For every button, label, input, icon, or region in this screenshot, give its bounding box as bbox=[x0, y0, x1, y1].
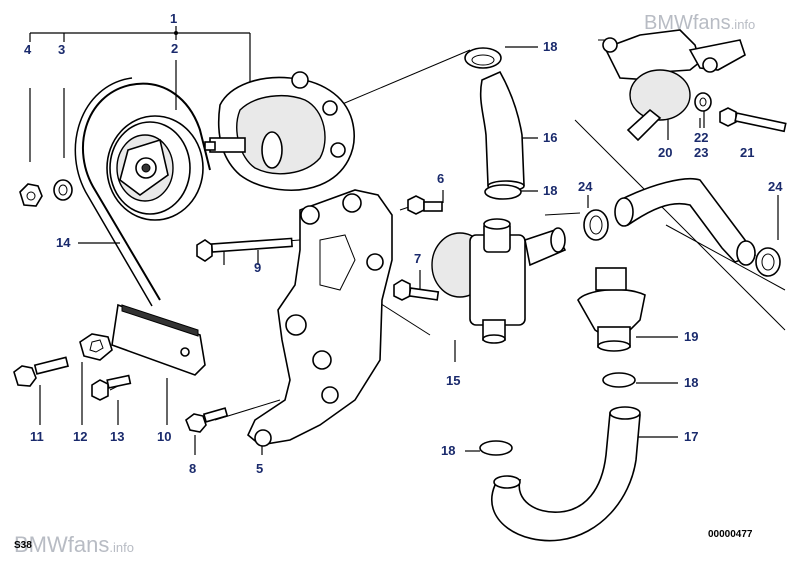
callout-19: 19 bbox=[684, 329, 699, 344]
hose-23 bbox=[614, 177, 757, 266]
callout-4: 4 bbox=[24, 42, 32, 57]
auxiliary-pump bbox=[602, 29, 746, 142]
watermark-brand: BMWfans bbox=[14, 532, 110, 557]
clamp-24-right bbox=[755, 247, 781, 277]
bracket-bolt bbox=[185, 407, 229, 433]
pulley bbox=[106, 115, 204, 221]
hose-17 bbox=[491, 406, 641, 542]
drive-belt bbox=[74, 77, 211, 307]
watermark-bottom: BMWfans.info bbox=[14, 532, 134, 558]
callout-2: 2 bbox=[171, 41, 179, 56]
callout-17: 17 bbox=[684, 429, 699, 444]
callout-15: 15 bbox=[446, 373, 461, 388]
callout-11: 11 bbox=[30, 429, 44, 444]
callout-21: 21 bbox=[740, 145, 755, 160]
hose-clamp-mid bbox=[484, 184, 522, 200]
hose-clamp-lower-left bbox=[479, 440, 513, 456]
callout-18-left: 18 bbox=[441, 443, 456, 458]
callout-7: 7 bbox=[414, 251, 422, 266]
long-bolt bbox=[196, 237, 293, 262]
hose-clamp-top bbox=[464, 47, 502, 69]
callout-20: 20 bbox=[658, 145, 673, 160]
hex-bolt bbox=[13, 356, 69, 387]
water-valve bbox=[431, 218, 567, 344]
callout-13: 13 bbox=[110, 429, 125, 444]
watermark-suffix: .info bbox=[730, 17, 756, 32]
callout-10: 10 bbox=[157, 429, 172, 444]
page-reference: S38 bbox=[14, 540, 32, 551]
callout-24-left: 24 bbox=[578, 179, 593, 194]
pump bbox=[204, 71, 355, 191]
callout-18-mid: 18 bbox=[543, 183, 558, 198]
diagram-code: 00000477 bbox=[708, 529, 753, 540]
hose-16 bbox=[479, 70, 525, 192]
callout-24-right: 24 bbox=[768, 179, 783, 194]
watermark-suffix: .info bbox=[109, 540, 134, 555]
nut-and-washer bbox=[19, 179, 73, 207]
callout-3: 3 bbox=[58, 42, 66, 57]
clamp-24-left bbox=[583, 209, 609, 241]
callout-18-top: 18 bbox=[543, 39, 558, 54]
callout-6: 6 bbox=[437, 171, 445, 186]
callout-5: 5 bbox=[256, 461, 264, 476]
callout-12: 12 bbox=[73, 429, 88, 444]
watermark-brand: BMWfans bbox=[644, 12, 731, 34]
hose-clamp-lower-right bbox=[602, 372, 636, 388]
short-bolt bbox=[91, 374, 132, 401]
bolt-21 bbox=[719, 107, 787, 133]
small-bolt-6 bbox=[407, 195, 443, 215]
small-bolt-7 bbox=[393, 279, 440, 301]
fitting-19 bbox=[577, 267, 646, 352]
tensioner-plate bbox=[111, 303, 206, 376]
callout-23: 23 bbox=[694, 145, 709, 160]
adjusting-nut bbox=[79, 333, 113, 361]
callout-18-right: 18 bbox=[684, 375, 699, 390]
group-bracket-1 bbox=[29, 26, 251, 85]
callout-8: 8 bbox=[189, 461, 197, 476]
callout-22: 22 bbox=[694, 130, 709, 145]
callout-16: 16 bbox=[543, 130, 558, 145]
mounting-bracket bbox=[247, 189, 393, 447]
callout-14: 14 bbox=[56, 235, 71, 250]
callout-1: 1 bbox=[170, 11, 178, 26]
washer-22 bbox=[694, 92, 712, 112]
watermark-top: BMWfans.info bbox=[644, 12, 755, 35]
callout-9: 9 bbox=[254, 260, 262, 275]
